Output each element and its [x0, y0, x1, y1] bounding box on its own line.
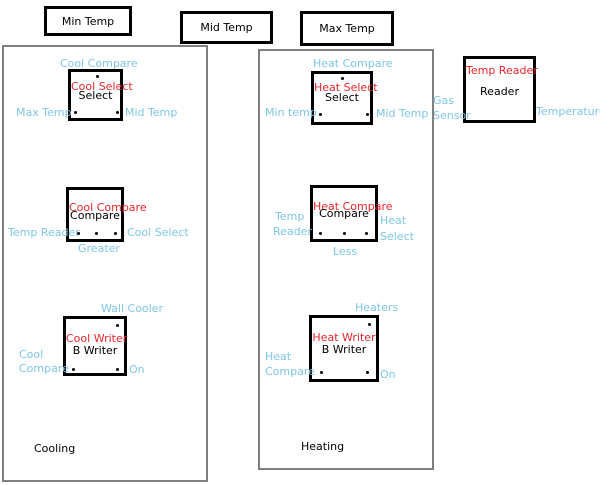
cool-writer-left-input-line1: Cool — [19, 348, 44, 361]
heat-writer-right-port[interactable] — [366, 371, 369, 374]
heat-writer-type: B Writer — [321, 343, 367, 356]
cool-compare-block[interactable]: Cool Compare Compare — [66, 187, 147, 242]
heat-select-top-input: Heat Compare — [313, 57, 393, 70]
heat-writer-left-port[interactable] — [320, 371, 323, 374]
heat-writer-block[interactable]: Heat Writer B Writer — [309, 315, 379, 382]
temp-reader-block[interactable]: Temp Reader Reader — [463, 56, 538, 123]
cool-writer-left-port[interactable] — [72, 368, 75, 371]
max-temp-box[interactable]: Max Temp — [300, 11, 394, 46]
heating-group-label: Heating — [301, 440, 345, 453]
cool-select-block[interactable]: Cool Select Select — [68, 69, 133, 121]
heat-writer-left-input-line2: Compare — [265, 365, 315, 378]
cool-compare-bottom-port[interactable] — [95, 232, 98, 235]
cool-select-top-input: Cool Compare — [60, 57, 138, 70]
heat-compare-left-input-line2: Reader — [273, 225, 312, 238]
heat-select-name: Heat Select — [314, 81, 378, 94]
heat-select-left-input: Min temp — [265, 106, 317, 119]
temp-reader-left-input-line2: Sensor — [433, 109, 471, 122]
mid-temp-label: Mid Temp — [200, 21, 253, 34]
heat-writer-right-input: On — [380, 368, 396, 381]
cool-writer-right-port[interactable] — [116, 368, 119, 371]
temp-reader-right-output: Temperature — [536, 105, 600, 118]
cool-compare-left-input: Temp Reader — [8, 226, 80, 239]
cool-compare-right-port[interactable] — [114, 232, 117, 235]
cooling-group[interactable] — [2, 45, 208, 482]
cool-compare-name: Cool Compare — [69, 201, 147, 214]
heat-select-right-port[interactable] — [366, 113, 369, 116]
cool-compare-right-input: Cool Select — [127, 226, 189, 239]
temp-reader-name: Temp Reader — [466, 64, 538, 77]
cool-writer-name: Cool Writer — [66, 332, 128, 345]
heat-select-top-port[interactable] — [341, 77, 344, 80]
heat-compare-bottom-output: Less — [333, 245, 358, 258]
heat-compare-left-input-line1: Temp — [275, 210, 305, 223]
cool-writer-left-input-line2: Compare — [19, 362, 69, 375]
heat-writer-top-output: Heaters — [355, 301, 399, 314]
cooling-group-label: Cooling — [34, 442, 76, 455]
heat-writer-top-port[interactable] — [368, 323, 371, 326]
heat-writer-left-input-line1: Heat — [265, 350, 292, 363]
heat-compare-right-input-line2: Select — [380, 230, 414, 243]
cool-writer-top-port[interactable] — [116, 324, 119, 327]
cool-select-right-input: Mid Temp — [125, 106, 178, 119]
temp-reader-left-input-line1: Gas — [433, 94, 454, 107]
heat-select-left-port[interactable] — [319, 113, 322, 116]
mid-temp-box[interactable]: Mid Temp — [180, 11, 273, 44]
cool-compare-bottom-output: Greater — [78, 242, 120, 255]
cool-select-right-port[interactable] — [116, 111, 119, 114]
temp-reader-type: Reader — [480, 85, 519, 98]
heating-group[interactable] — [258, 49, 434, 470]
heat-select-block[interactable]: Heat Select Select — [311, 71, 378, 125]
heat-compare-right-input-line1: Heat — [380, 214, 407, 227]
cool-select-type: Select — [78, 89, 113, 102]
heat-select-right-input: Mid Temp — [376, 107, 429, 120]
cool-compare-left-port[interactable] — [77, 232, 80, 235]
heat-select-type: Select — [325, 91, 359, 104]
heat-writer-name: Heat Writer — [312, 331, 376, 344]
cool-writer-block[interactable]: Cool Writer B Writer — [63, 316, 127, 376]
cool-writer-type: B Writer — [72, 344, 118, 357]
heat-compare-block[interactable]: Heat Compare Compare — [310, 185, 393, 242]
max-temp-label: Max Temp — [319, 22, 375, 35]
heat-compare-bottom-port[interactable] — [343, 232, 346, 235]
min-temp-box[interactable]: Min Temp — [44, 6, 132, 36]
cool-select-top-port[interactable] — [96, 75, 99, 78]
cool-select-left-port[interactable] — [74, 111, 77, 114]
min-temp-label: Min Temp — [61, 14, 115, 28]
heat-compare-type: Compare — [319, 207, 369, 220]
heat-compare-right-port[interactable] — [365, 232, 368, 235]
heat-compare-left-port[interactable] — [319, 232, 322, 235]
cool-select-left-input: Max Temp — [16, 106, 72, 119]
heat-compare-name: Heat Compare — [313, 200, 393, 213]
cool-select-name: Cool Select — [71, 80, 133, 93]
cool-compare-type: Compare — [70, 209, 120, 222]
cool-writer-top-output: Wall Cooler — [101, 302, 164, 315]
cool-writer-right-input: On — [129, 363, 145, 376]
